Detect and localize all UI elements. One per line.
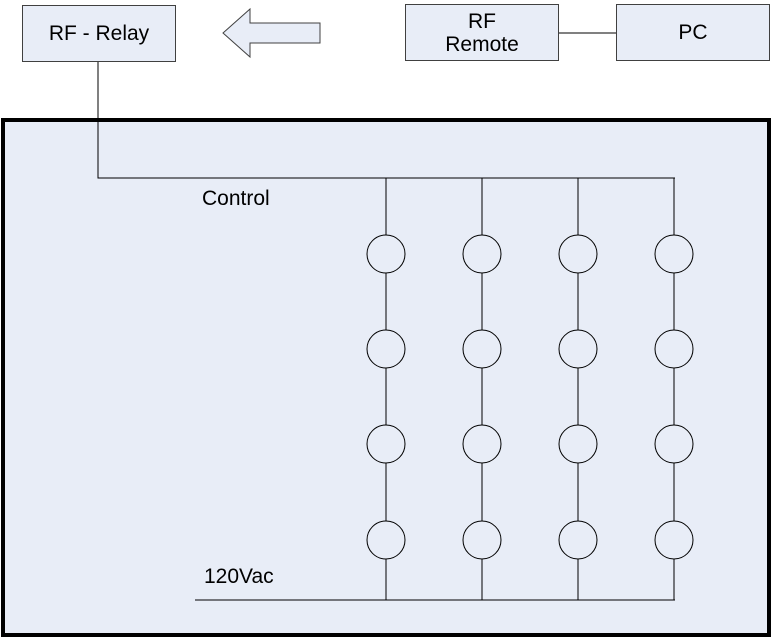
bulb-circle (654, 234, 694, 274)
bulb-circle (462, 234, 502, 274)
bulb-circle (558, 234, 598, 274)
rf-remote-box: RF Remote (405, 4, 559, 61)
left-arrow-icon (222, 7, 321, 59)
bulb-circle (366, 424, 406, 464)
bulb-circle (558, 424, 598, 464)
bulb-circle (366, 520, 406, 560)
pc-label: PC (678, 21, 708, 44)
bulb-circle (654, 329, 694, 369)
supply-label: 120Vac (204, 565, 274, 588)
bulb-circle (654, 520, 694, 560)
rf-relay-label: RF - Relay (48, 22, 150, 45)
rf-remote-label-line1: RF (468, 9, 496, 33)
bulb-circle (558, 329, 598, 369)
rf-remote-label-line2: Remote (445, 32, 519, 56)
pc-box: PC (616, 4, 770, 61)
control-wire (97, 62, 675, 179)
bulb-circle (366, 234, 406, 274)
rf-relay-box: RF - Relay (22, 5, 176, 62)
bulb-circle (462, 329, 502, 369)
bulb-circle (462, 520, 502, 560)
bulb-circle (462, 424, 502, 464)
bulb-circle (366, 329, 406, 369)
bulb-grid (366, 178, 694, 600)
control-label: Control (202, 187, 270, 210)
bulb-circle (558, 520, 598, 560)
bulb-circle (654, 424, 694, 464)
